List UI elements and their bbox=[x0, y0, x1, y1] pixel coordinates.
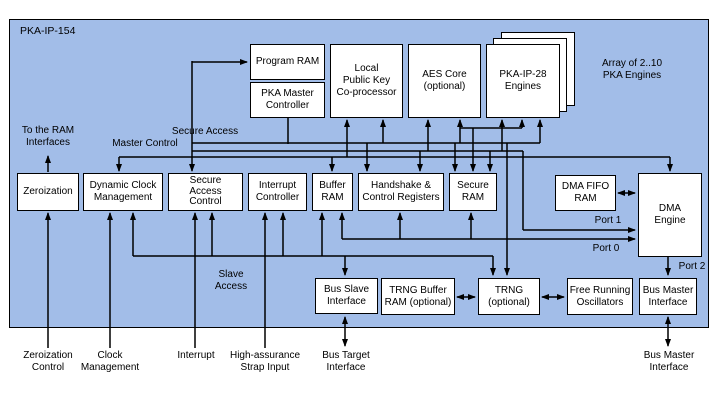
box-dma-engine: DMA Engine bbox=[638, 173, 702, 257]
box-trng: TRNG (optional) bbox=[478, 278, 540, 315]
box-secure-access-control: Secure Access Control bbox=[168, 173, 243, 211]
box-bus-slave-interface: Bus Slave Interface bbox=[315, 278, 378, 314]
label-slave-access: Slave Access bbox=[214, 269, 248, 292]
label-interrupt: Interrupt bbox=[177, 350, 215, 361]
label-bus-master-interface-external: Bus Master Interface bbox=[643, 350, 695, 373]
diagram-title: PKA-IP-154 bbox=[20, 25, 76, 37]
box-local-public-key-coprocessor: Local Public Key Co-processor bbox=[330, 44, 403, 118]
label-clock-management: Clock Management bbox=[80, 350, 140, 373]
box-trng-buffer-ram: TRNG Buffer RAM (optional) bbox=[381, 278, 455, 315]
label-to-ram-interfaces: To the RAM Interfaces bbox=[21, 125, 75, 148]
box-pka-master-controller: PKA Master Controller bbox=[250, 82, 325, 118]
box-dynamic-clock-management: Dynamic Clock Management bbox=[83, 173, 163, 211]
box-pka-ip-28-engines: PKA-IP-28 Engines bbox=[486, 44, 560, 118]
label-secure-access: Secure Access bbox=[171, 126, 239, 137]
box-zeroization: Zeroization bbox=[17, 173, 79, 211]
label-high-assurance-strap-input: High-assurance Strap Input bbox=[229, 350, 301, 373]
box-interrupt-controller: Interrupt Controller bbox=[248, 173, 307, 211]
box-program-ram: Program RAM bbox=[250, 44, 325, 80]
box-dma-fifo-ram: DMA FIFO RAM bbox=[555, 175, 616, 211]
box-handshake-control-registers: Handshake & Control Registers bbox=[358, 173, 444, 211]
label-array-note: Array of 2..10 PKA Engines bbox=[601, 58, 663, 81]
box-bus-master-interface: Bus Master Interface bbox=[639, 278, 697, 315]
label-bus-target-interface: Bus Target Interface bbox=[322, 350, 370, 373]
label-zeroization-control: Zeroization Control bbox=[23, 350, 73, 373]
box-aes-core: AES Core (optional) bbox=[408, 44, 481, 118]
label-port-2: Port 2 bbox=[678, 261, 706, 272]
box-buffer-ram: Buffer RAM bbox=[312, 173, 353, 211]
box-free-running-oscillators: Free Running Oscillators bbox=[567, 278, 633, 315]
box-secure-ram: Secure RAM bbox=[449, 173, 497, 211]
label-master-control: Master Control bbox=[112, 138, 178, 149]
label-port-0: Port 0 bbox=[592, 243, 620, 254]
label-port-1: Port 1 bbox=[594, 215, 622, 226]
